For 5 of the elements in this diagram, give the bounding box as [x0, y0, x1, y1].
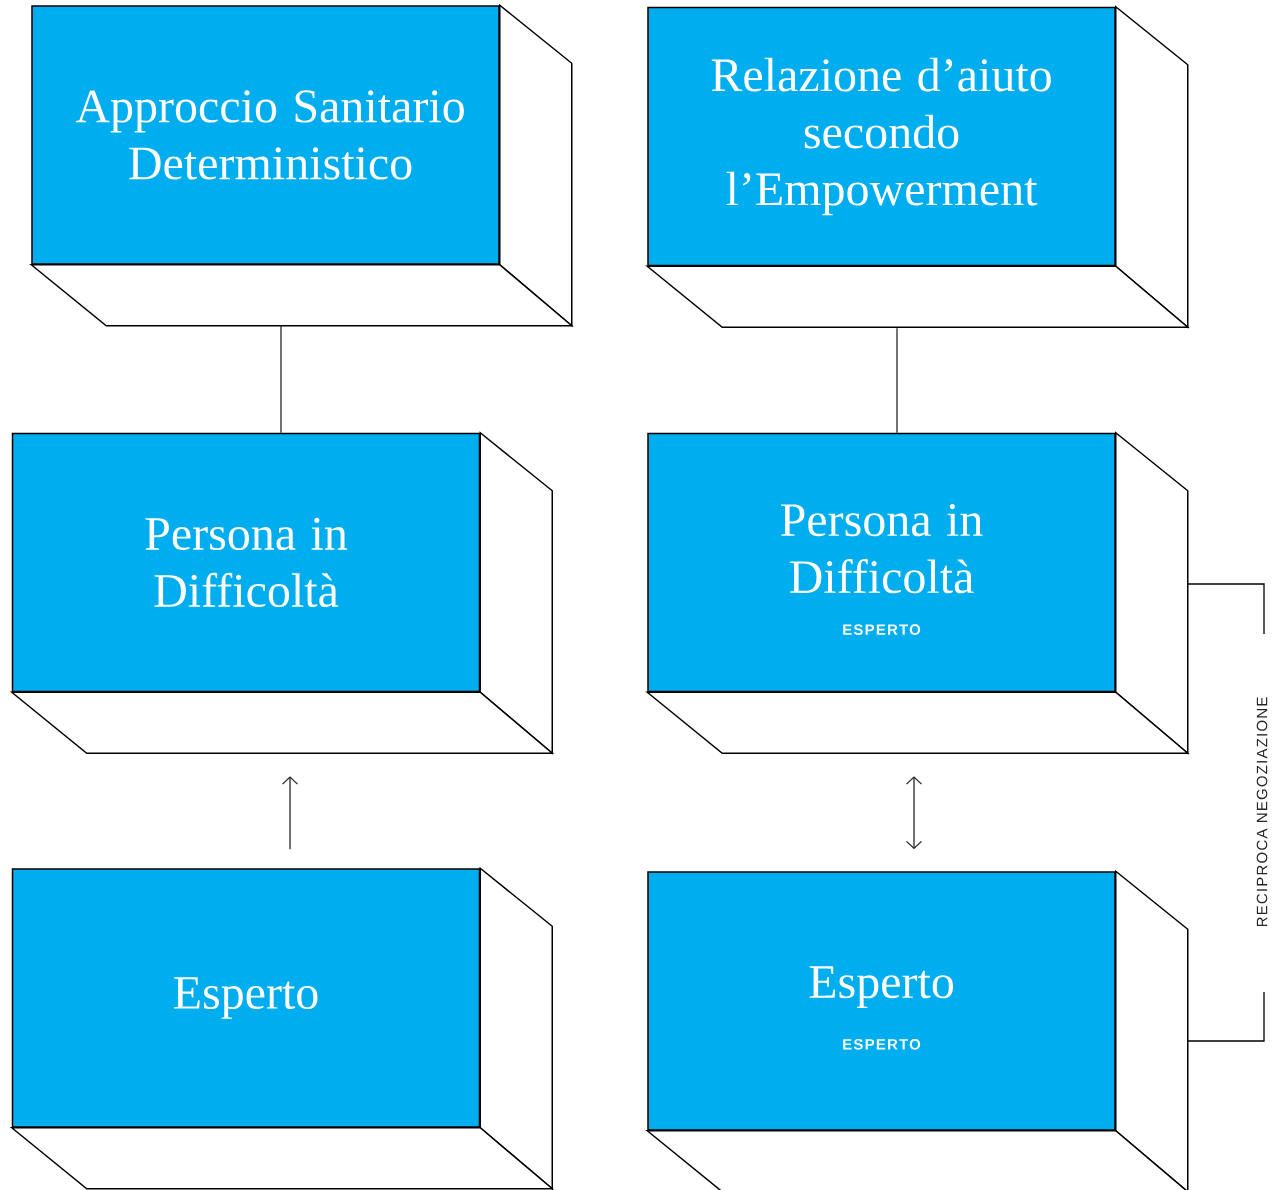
arrow: [281, 776, 299, 850]
side-label: RECIPROCA NEGOZIAZIONE: [1256, 697, 1268, 927]
connector-line: [280, 325, 282, 434]
arrow: [905, 776, 923, 850]
connector-line: [896, 327, 898, 434]
